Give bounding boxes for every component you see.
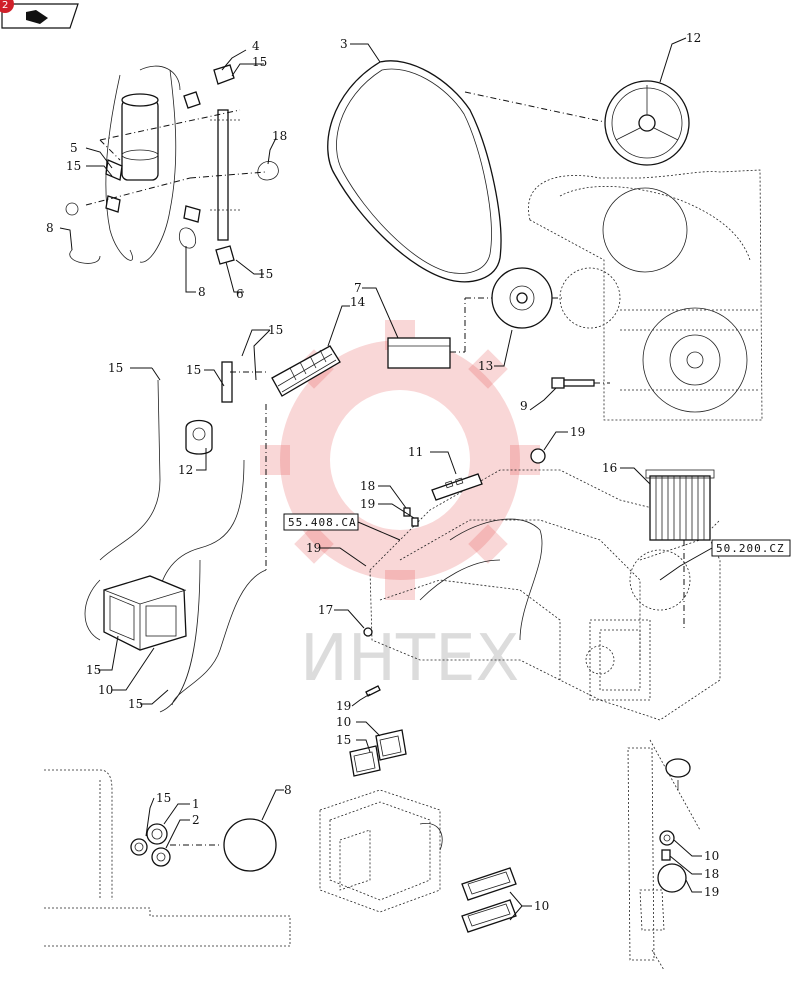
callout-15: 15: [268, 323, 283, 337]
pipe-detail: [627, 739, 701, 971]
lower-left-frame: [44, 769, 291, 947]
callout-14: 14: [350, 295, 366, 309]
o-ring-19: [530, 448, 546, 464]
callout-10: 10: [534, 899, 549, 913]
callout-15: 15: [336, 733, 351, 747]
callout-18: 18: [704, 867, 719, 881]
page-badge-number: 2: [2, 0, 8, 11]
callout-12: 12: [686, 31, 701, 45]
pulley-12: [604, 80, 690, 166]
heater-core-16: [645, 469, 715, 541]
callout-4: 4: [252, 39, 260, 53]
page-badge: [0, 0, 14, 13]
callout-15: 15: [108, 361, 123, 375]
accumulator-assembly: [65, 64, 279, 265]
callout-13: 13: [478, 359, 493, 373]
engine-block: [528, 169, 763, 421]
compressor-7: [387, 337, 451, 369]
callout-7: 7: [354, 281, 362, 295]
nav-back-button[interactable]: 2: [0, 0, 79, 29]
refrigerant-hoses: [84, 361, 267, 713]
callout-19: 19: [336, 699, 351, 713]
callout-18: 18: [272, 129, 287, 143]
callout-3: 3: [340, 37, 348, 51]
callout-15: 15: [86, 663, 101, 677]
filters-10-upper: [349, 729, 407, 777]
o-ring-19-lower: [365, 685, 381, 697]
tractor-assembly: [369, 469, 721, 721]
callout-15: 15: [128, 697, 143, 711]
callout-16: 16: [602, 461, 617, 475]
callout-1: 1: [192, 797, 200, 811]
ref-50-200-cz-label: 50.200.CZ: [716, 542, 785, 555]
ref-55-408-ca-label: 55.408.CA: [288, 516, 357, 529]
callout-15: 15: [156, 791, 171, 805]
callout-12: 12: [178, 463, 193, 477]
filters-10-lower: [461, 867, 517, 933]
cab-hvac-housing: [319, 789, 443, 913]
ref-55-408-ca[interactable]: 55.408.CA: [283, 513, 359, 531]
callout-10: 10: [704, 849, 719, 863]
watermark-text: ИНТЕХ: [300, 622, 519, 696]
drive-belt: [327, 60, 502, 283]
hvac-unit-10: [103, 575, 187, 651]
condenser-14: [271, 345, 341, 397]
callout-8: 8: [46, 221, 54, 235]
callout-19: 19: [704, 885, 719, 899]
callout-8: 8: [284, 783, 292, 797]
callout-5: 5: [70, 141, 78, 155]
o-ring-8: [223, 818, 277, 872]
callout-15: 15: [258, 267, 273, 281]
callout-10: 10: [98, 683, 113, 697]
ref-50-200-cz[interactable]: 50.200.CZ: [711, 539, 791, 557]
callout-15: 15: [186, 363, 201, 377]
callout-11: 11: [408, 445, 423, 459]
callout-8: 8: [198, 285, 206, 299]
idler-pulley-13: [491, 267, 553, 329]
callout-2: 2: [192, 813, 200, 827]
seal-rings: [130, 823, 171, 867]
callout-9: 9: [520, 399, 528, 413]
bolt-9: [551, 377, 595, 389]
callout-10: 10: [336, 715, 351, 729]
o-ring-19-small: [411, 517, 419, 527]
callout-19: 19: [306, 541, 321, 555]
callout-19: 19: [570, 425, 585, 439]
callout-15: 15: [66, 159, 81, 173]
control-panel-11: [431, 473, 483, 501]
callout-17: 17: [318, 603, 333, 617]
callout-18: 18: [360, 479, 375, 493]
callout-19: 19: [360, 497, 375, 511]
callout-15: 15: [252, 55, 267, 69]
callout-6: 6: [236, 287, 244, 301]
o-ring-17: [363, 627, 373, 637]
book-icon: [26, 10, 48, 24]
